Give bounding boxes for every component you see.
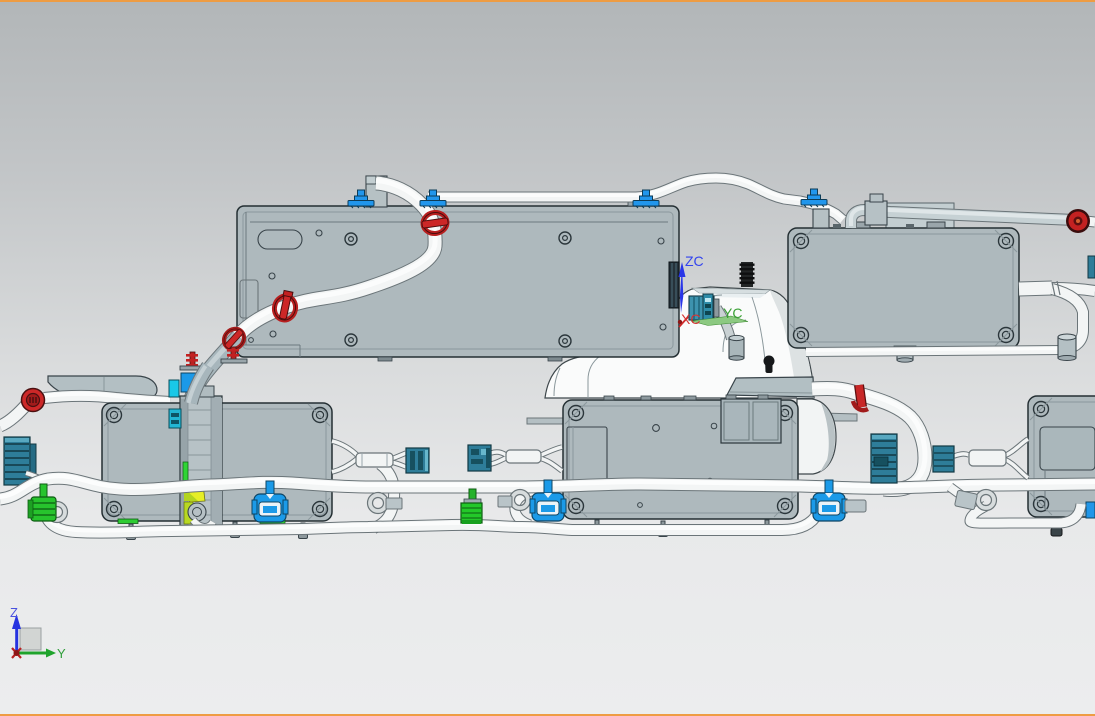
svg-text:YC: YC xyxy=(723,305,742,321)
svg-text:Y: Y xyxy=(57,646,66,661)
svg-text:Z: Z xyxy=(10,605,18,620)
svg-text:XC: XC xyxy=(681,311,700,327)
svg-text:ZC: ZC xyxy=(685,253,704,269)
